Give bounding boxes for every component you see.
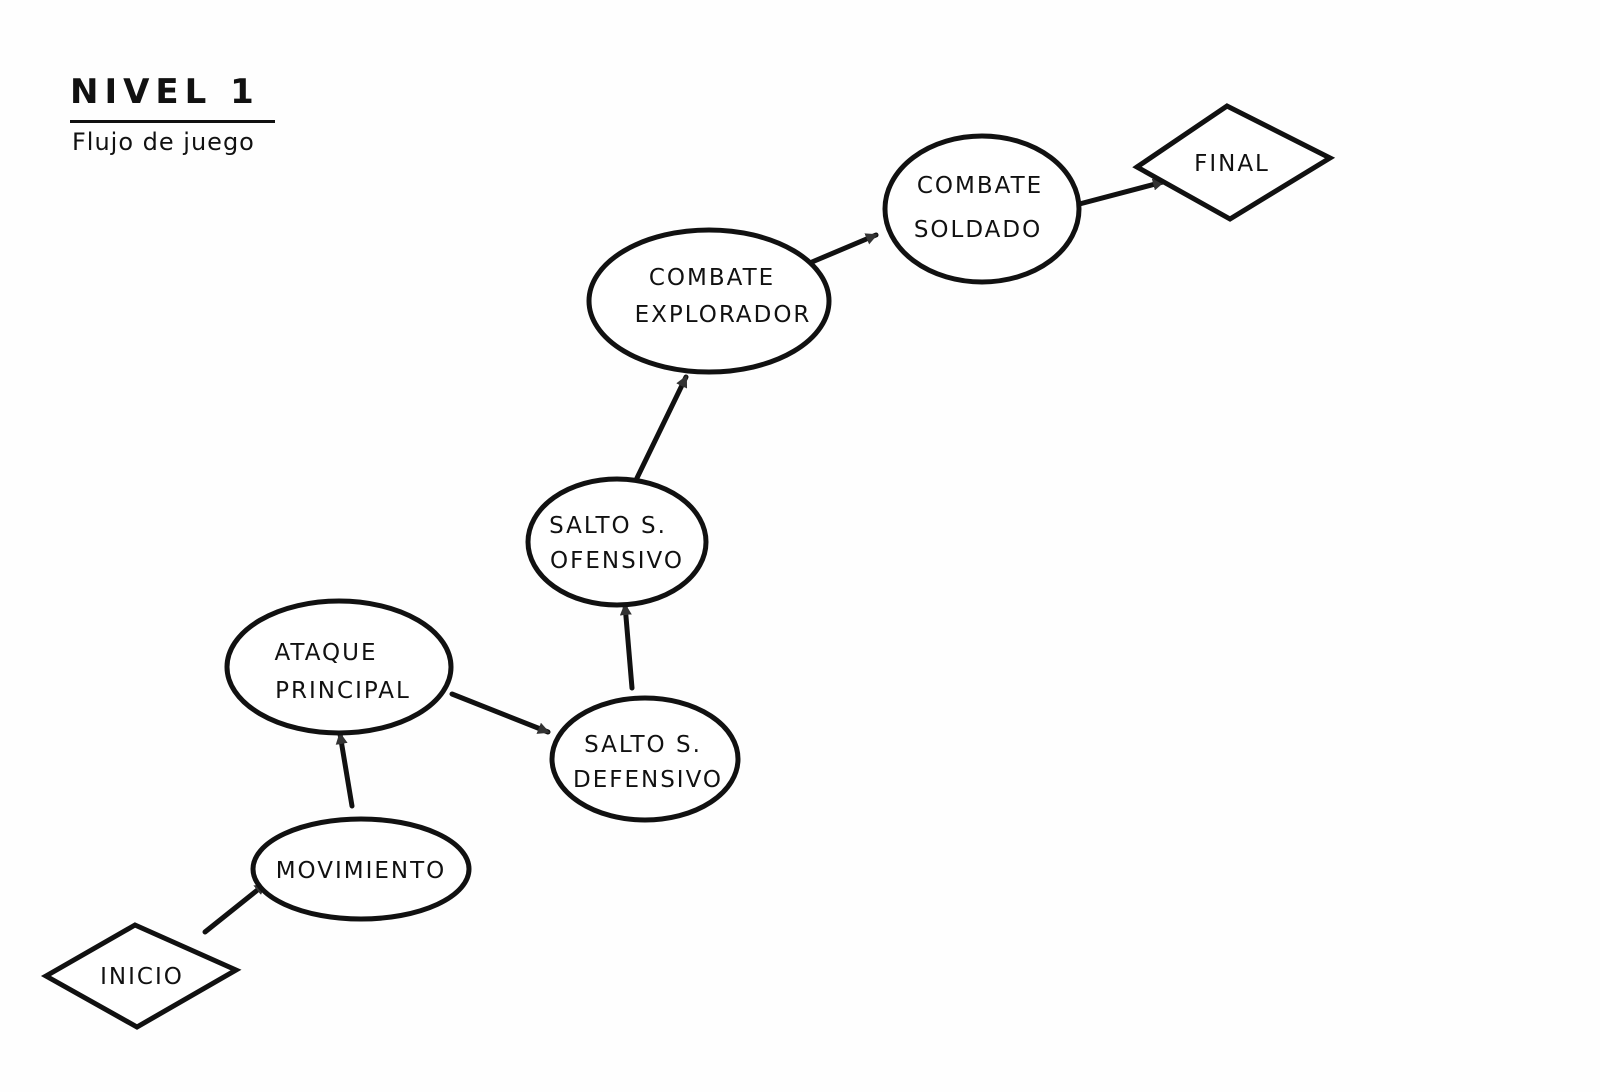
- edge-ataque-salto-def: [449, 691, 551, 735]
- edge-explorador-soldado: [809, 232, 879, 265]
- salto-ofensivo-node: [525, 476, 709, 608]
- salto-ofensivo-label-2: OFENSIVO: [550, 548, 684, 574]
- combate-soldado-label-2: SOLDADO: [914, 217, 1042, 243]
- page-subtitle: Flujo de juego: [72, 128, 255, 156]
- salto-defensivo-label-1: SALTO S.: [584, 732, 702, 758]
- combate-soldado-node: [882, 133, 1082, 285]
- title-underline: [70, 120, 275, 123]
- movimiento-node: [250, 816, 472, 922]
- movimiento-label: MOVIMIENTO: [276, 858, 447, 884]
- page-title: NIVEL 1: [70, 72, 260, 112]
- combate-soldado-label-1: COMBATE: [917, 173, 1043, 199]
- edge-inicio-movimiento: [202, 881, 268, 935]
- salto-defensivo-node: [549, 695, 741, 823]
- edge-movimiento-ataque: [335, 731, 355, 809]
- combate-explorador-label-1: COMBATE: [649, 265, 775, 291]
- inicio-label: INICIO: [100, 964, 184, 990]
- salto-ofensivo-label-1: SALTO S.: [549, 513, 667, 539]
- ataque-label-2: PRINCIPAL: [275, 678, 411, 704]
- salto-defensivo-label-2: DEFENSIVO: [573, 767, 723, 793]
- ataque-node: [224, 598, 454, 736]
- final-diamond: [1132, 103, 1336, 222]
- combate-explorador-label-2: EXPLORADOR: [635, 302, 812, 328]
- final-label: FINAL: [1194, 151, 1270, 177]
- edge-soldado-final: [1065, 178, 1166, 210]
- inicio-diamond: [40, 922, 242, 1030]
- edge-salto-of-explorador: [634, 374, 689, 481]
- combate-explorador-node: [586, 227, 832, 375]
- ataque-label-1: ATAQUE: [274, 640, 377, 666]
- edge-salto-def-salto-of: [619, 602, 635, 691]
